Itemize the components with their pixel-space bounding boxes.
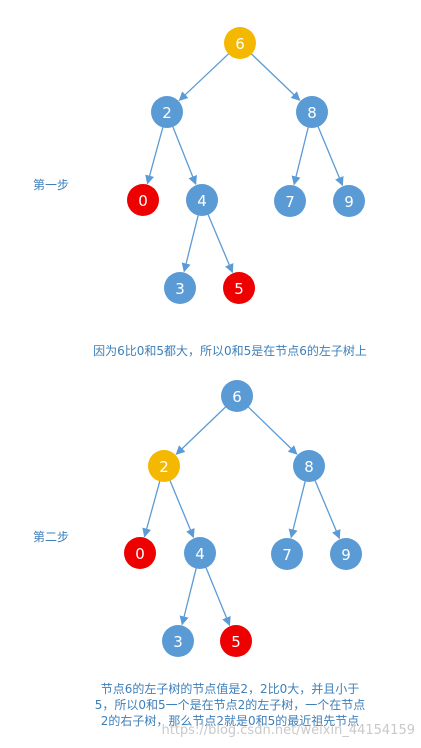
- step-2-label: 第二步: [33, 530, 70, 544]
- node-circle: [124, 537, 156, 569]
- node-3: 3: [164, 272, 196, 304]
- node-circle: [127, 184, 159, 216]
- node-label: 8: [307, 104, 317, 122]
- edge-4-5: [205, 566, 231, 627]
- node-0: 0: [127, 184, 159, 216]
- node-8: 8: [293, 450, 325, 482]
- tree-step-2: 6 2 8 0 4 7 9 3 5: [124, 380, 362, 657]
- node-label: 2: [162, 104, 172, 122]
- edge-6-2: [178, 52, 230, 101]
- node-0: 0: [124, 537, 156, 569]
- edge-8-9: [317, 125, 344, 187]
- edge-2-0: [142, 480, 161, 538]
- step-2-caption-line-3: 2的右子树，那么节点2就是0和5的最近祖先节点: [100, 714, 360, 728]
- node-9: 9: [333, 185, 365, 217]
- node-circle: [223, 272, 255, 304]
- node-label: 3: [173, 633, 183, 651]
- node-label: 0: [138, 192, 148, 210]
- node-circle: [164, 272, 196, 304]
- node-label: 9: [341, 546, 351, 564]
- node-5: 5: [223, 272, 255, 304]
- node-label: 7: [282, 546, 292, 564]
- node-label: 6: [235, 35, 245, 53]
- edge-2-0: [145, 126, 164, 185]
- node-5: 5: [220, 625, 252, 657]
- step-2-caption: 节点6的左子树的节点值是2，2比0大，并且小于 5，所以0和5一个是在节点2的左…: [0, 681, 421, 729]
- node-label: 5: [234, 280, 244, 298]
- step-1-label: 第一步: [33, 178, 70, 192]
- node-7: 7: [274, 185, 306, 217]
- node-circle: [221, 380, 253, 412]
- edge-6-8: [247, 405, 298, 455]
- node-circle: [224, 27, 256, 59]
- step-2-caption-line-2: 5，所以0和5一个是在节点2的左子树，一个在节点: [94, 698, 366, 712]
- node-circle: [151, 96, 183, 128]
- node-circle: [333, 185, 365, 217]
- node-circle: [330, 538, 362, 570]
- edge-8-9: [314, 479, 341, 540]
- node-circle: [296, 96, 328, 128]
- node-label: 4: [197, 192, 207, 210]
- edge-4-3: [181, 214, 199, 273]
- node-label: 5: [231, 633, 241, 651]
- edge-2-4: [171, 125, 197, 186]
- edge-6-8: [250, 52, 301, 101]
- node-label: 7: [285, 193, 295, 211]
- node-6: 6: [221, 380, 253, 412]
- edge-8-7: [291, 126, 310, 186]
- node-2: 2: [151, 96, 183, 128]
- node-6: 6: [224, 27, 256, 59]
- node-4: 4: [184, 537, 216, 569]
- edge-4-3: [179, 567, 197, 626]
- edge-4-5: [207, 213, 234, 274]
- edge-6-2: [175, 405, 227, 455]
- node-circle: [271, 538, 303, 570]
- node-label: 2: [159, 458, 169, 476]
- edge-8-7: [288, 480, 306, 539]
- node-label: 6: [232, 388, 242, 406]
- node-label: 4: [195, 545, 205, 563]
- node-7: 7: [271, 538, 303, 570]
- step-2-caption-line-1: 节点6的左子树的节点值是2，2比0大，并且小于: [100, 682, 360, 696]
- node-8: 8: [296, 96, 328, 128]
- node-label: 3: [175, 280, 185, 298]
- node-circle: [184, 537, 216, 569]
- node-circle: [293, 450, 325, 482]
- watermark: https://blog.csdn.net/weixin_44154159: [161, 723, 415, 738]
- node-circle: [148, 450, 180, 482]
- node-label: 0: [135, 545, 145, 563]
- edge-2-4: [169, 479, 195, 539]
- step-1-caption: 因为6比0和5都大，所以0和5是在节点6的左子树上: [93, 344, 367, 358]
- node-circle: [186, 184, 218, 216]
- node-circle: [274, 185, 306, 217]
- node-3: 3: [162, 625, 194, 657]
- node-9: 9: [330, 538, 362, 570]
- node-label: 8: [304, 458, 314, 476]
- node-circle: [220, 625, 252, 657]
- tree-step-1: 6 2 8 0 4 7 9 3 5: [127, 27, 365, 304]
- node-4: 4: [186, 184, 218, 216]
- node-circle: [162, 625, 194, 657]
- node-label: 9: [344, 193, 354, 211]
- node-2: 2: [148, 450, 180, 482]
